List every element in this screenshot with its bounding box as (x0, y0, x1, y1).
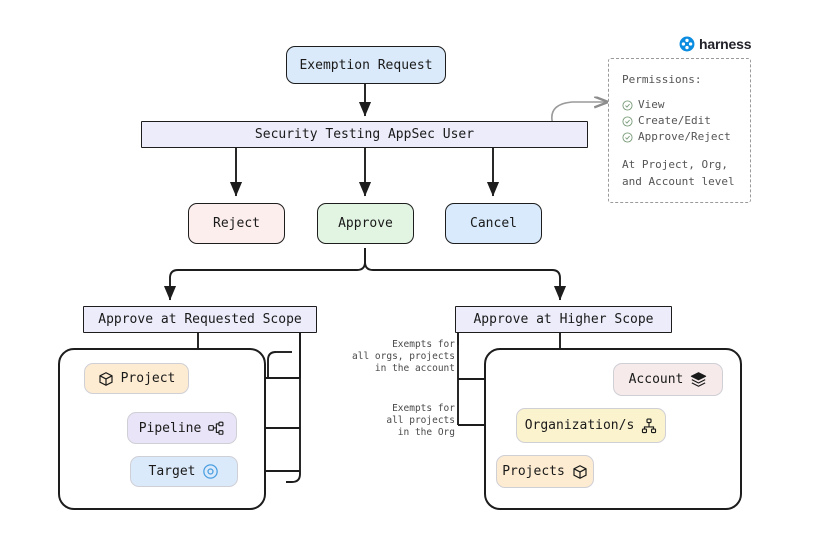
layers-icon (690, 371, 707, 388)
check-circle-icon (622, 131, 633, 143)
node-label: Approve at Requested Scope (98, 312, 302, 327)
node-target[interactable]: Target (130, 456, 238, 487)
node-exemption-request[interactable]: Exemption Request (286, 46, 446, 84)
node-label: Project (120, 371, 176, 386)
node-label: Account (628, 372, 684, 387)
permission-item-approve-reject: Approve/Reject (622, 129, 737, 145)
node-pipeline[interactable]: Pipeline (127, 412, 237, 444)
cube-icon (98, 371, 114, 387)
edge-label-account-exempts: Exempts for all orgs, projects in the ac… (352, 339, 455, 374)
permissions-title: Permissions: (622, 73, 702, 86)
harness-brand: harness (679, 36, 751, 52)
check-circle-icon (622, 115, 633, 127)
node-label: Organization/s (524, 418, 635, 433)
org-chart-icon (641, 418, 657, 434)
node-label: Reject (213, 216, 260, 231)
pipeline-icon (208, 421, 225, 436)
cube-icon (572, 464, 588, 480)
harness-wordmark: harness (699, 36, 752, 52)
permissions-footer: At Project, Org, and Account level (622, 158, 735, 188)
node-organizations[interactable]: Organization/s (516, 408, 666, 443)
target-circle-icon (202, 463, 219, 480)
permission-item-view: View (622, 97, 737, 113)
node-projects[interactable]: Projects (496, 455, 594, 488)
check-circle-icon (622, 99, 633, 111)
node-appsec-user[interactable]: Security Testing AppSec User (141, 121, 588, 148)
permission-label: Create/Edit (638, 114, 711, 127)
node-label: Security Testing AppSec User (254, 127, 475, 142)
permission-label: View (638, 98, 665, 111)
node-reject[interactable]: Reject (188, 203, 285, 244)
harness-logo-icon (679, 36, 695, 52)
node-approve[interactable]: Approve (317, 203, 414, 244)
node-label: Approve at Higher Scope (473, 312, 654, 327)
node-label: Projects (502, 464, 565, 479)
node-account[interactable]: Account (613, 363, 723, 396)
node-cancel[interactable]: Cancel (445, 203, 542, 244)
permission-label: Approve/Reject (638, 130, 731, 143)
node-label: Exemption Request (299, 57, 433, 73)
node-project[interactable]: Project (84, 363, 189, 394)
node-label: Approve (338, 216, 393, 231)
permissions-box: Permissions: View Create/Edit (608, 58, 751, 203)
edge-label-org-exempts: Exempts for all projects in the Org (386, 403, 455, 438)
node-label: Target (148, 464, 196, 479)
permission-item-create-edit: Create/Edit (622, 113, 737, 129)
node-approve-higher-scope[interactable]: Approve at Higher Scope (455, 306, 672, 333)
node-approve-requested-scope[interactable]: Approve at Requested Scope (83, 306, 317, 333)
node-label: Cancel (470, 216, 517, 231)
node-label: Pipeline (138, 420, 202, 436)
